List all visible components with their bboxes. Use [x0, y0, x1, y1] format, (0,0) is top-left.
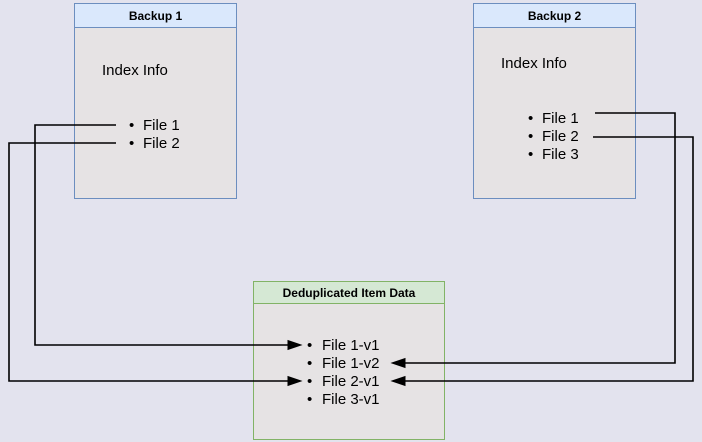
dedup-item-file2-v1: File 2-v1: [307, 373, 444, 391]
dedup-item-file3-v1: File 3-v1: [307, 391, 444, 409]
backup1-file-2: File 2: [129, 135, 236, 153]
backup2-file-3: File 3: [528, 146, 635, 164]
backup2-file-list: File 1 File 2 File 3: [501, 110, 635, 164]
backup1-file-1: File 1: [129, 117, 236, 135]
dedup-title: Deduplicated Item Data: [254, 282, 444, 304]
backup2-title: Backup 2: [474, 4, 635, 28]
backup1-index-label: Index Info: [102, 62, 168, 79]
backup2-file-2: File 2: [528, 128, 635, 146]
backup1-file-list: File 1 File 2: [102, 117, 236, 153]
dedup-item-file1-v2: File 1-v2: [307, 355, 444, 373]
dedup-item-file1-v1: File 1-v1: [307, 337, 444, 355]
backup1-box: Backup 1 Index Info File 1 File 2: [74, 3, 237, 199]
dedup-body: File 1-v1 File 1-v2 File 2-v1 File 3-v1: [254, 304, 444, 409]
backup2-body: Index Info File 1 File 2 File 3: [474, 28, 635, 164]
backup2-file-1: File 1: [528, 110, 635, 128]
backup2-box: Backup 2 Index Info File 1 File 2 File 3: [473, 3, 636, 199]
backup2-index-label: Index Info: [501, 55, 567, 72]
backup1-body: Index Info File 1 File 2: [75, 28, 236, 153]
dedup-item-list: File 1-v1 File 1-v2 File 2-v1 File 3-v1: [254, 337, 444, 409]
deduplicated-item-data-box: Deduplicated Item Data File 1-v1 File 1-…: [253, 281, 445, 440]
backup1-title: Backup 1: [75, 4, 236, 28]
